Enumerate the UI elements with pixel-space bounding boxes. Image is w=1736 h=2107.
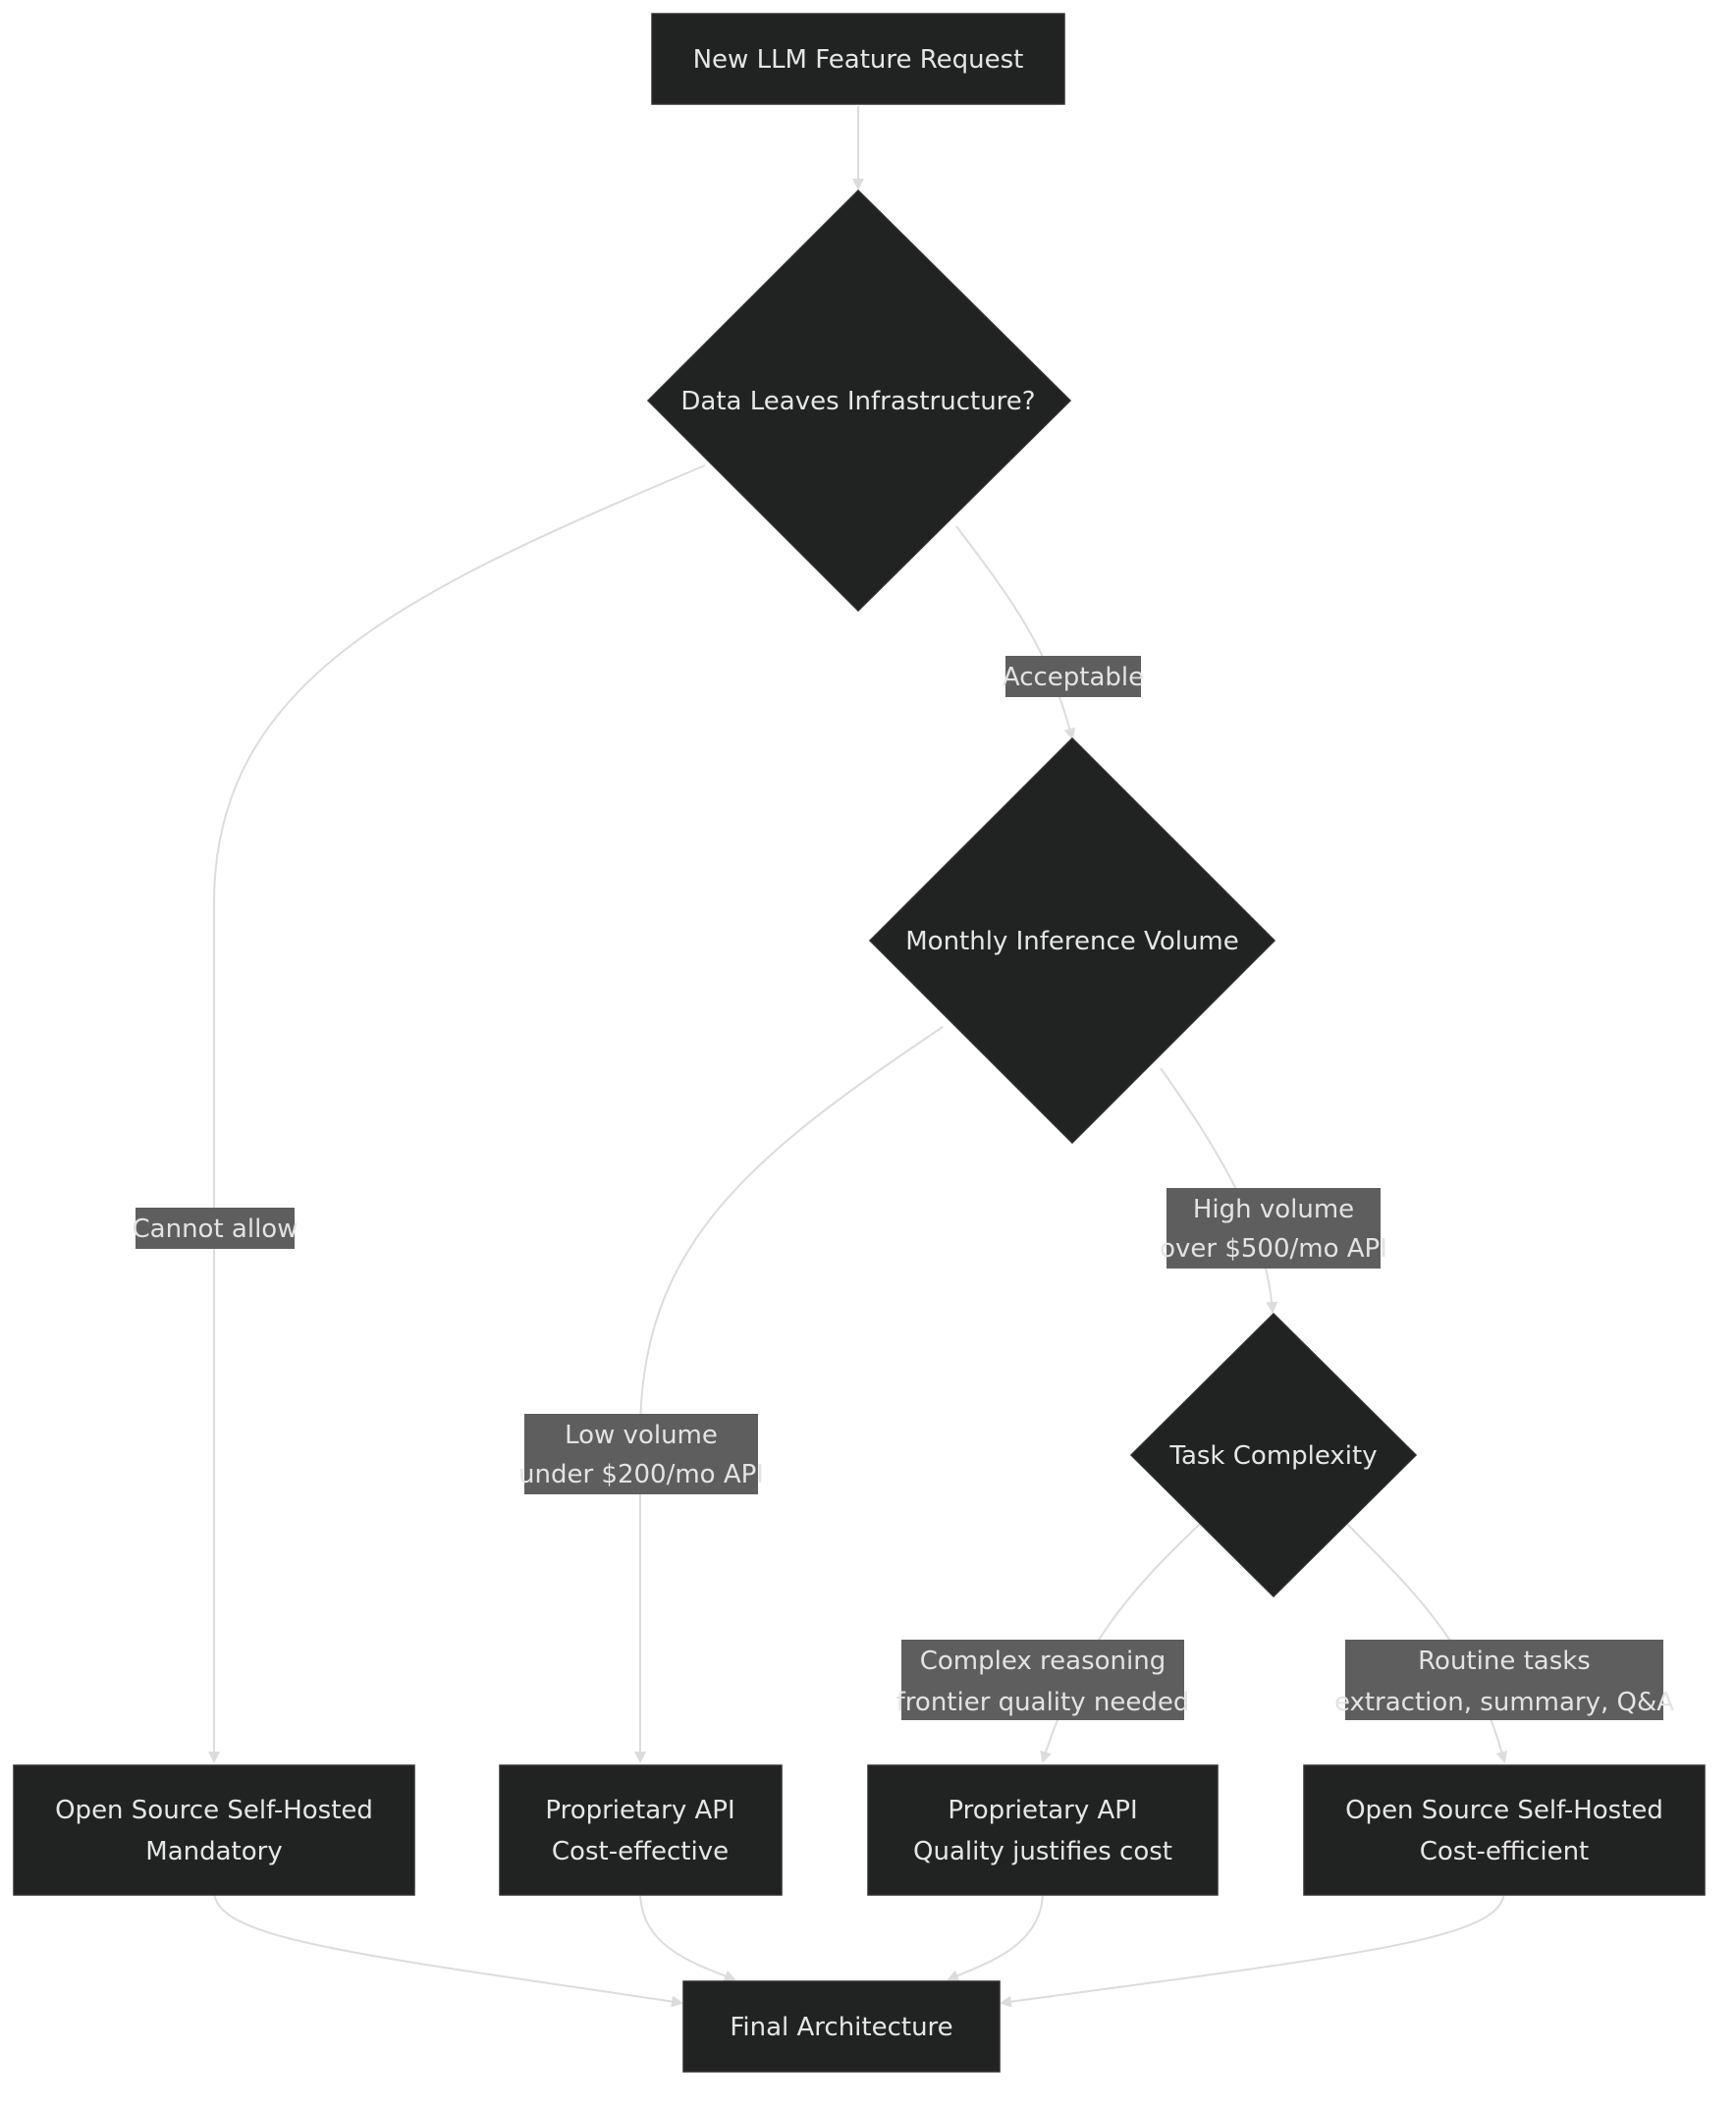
decision-diamond: [646, 189, 1072, 613]
edge-label-bg: [136, 1208, 295, 1249]
node-rect: [499, 1764, 783, 1896]
edge-label-text-line1: High volume: [1193, 1195, 1354, 1224]
node-complexity-decision: Task Complexity: [1129, 1312, 1418, 1598]
node-label-line1: Proprietary API: [948, 1796, 1137, 1825]
node-api-quality: Proprietary API Quality justifies cost: [867, 1764, 1219, 1896]
node-rect: [13, 1764, 415, 1896]
edge-oss-efficient-to-final: [1000, 1890, 1505, 2008]
node-label: Data Leaves Infrastructure?: [680, 387, 1035, 416]
edge-label-cannot-allow: Cannot allow: [133, 1208, 298, 1249]
node-label: Task Complexity: [1168, 1441, 1377, 1471]
edge-label-text: Acceptable: [1003, 663, 1144, 692]
node-rect: [1303, 1764, 1706, 1896]
node-label-line1: Open Source Self-Hosted: [1345, 1796, 1663, 1825]
edge-api-quality-to-final: [947, 1890, 1044, 1981]
edge-label-high-volume: High volume over $500/mo API: [1160, 1188, 1387, 1269]
edge-label-bg: [901, 1640, 1184, 1720]
edge-label-bg: [524, 1414, 758, 1494]
node-rect: [651, 13, 1065, 105]
edge-label-low-volume: Low volume under $200/mo API: [518, 1414, 764, 1494]
edge-label-routine: Routine tasks extraction, summary, Q&A: [1334, 1640, 1674, 1720]
edge-label-text-line2: frontier quality needed: [896, 1688, 1190, 1717]
node-label-line2: Cost-efficient: [1420, 1837, 1590, 1866]
node-label-line1: Proprietary API: [545, 1796, 734, 1825]
edge-label-bg: [1166, 1188, 1381, 1269]
node-oss-cost-efficient: Open Source Self-Hosted Cost-efficient: [1303, 1764, 1706, 1896]
node-label: Final Architecture: [730, 2013, 952, 2042]
edge-label-complex: Complex reasoning frontier quality neede…: [896, 1640, 1190, 1720]
edge-label-text-line1: Low volume: [565, 1421, 718, 1450]
edge-volume-to-api-cost: [634, 1026, 944, 1763]
node-label-line2: Cost-effective: [552, 1837, 729, 1866]
edge-label-text-line1: Complex reasoning: [920, 1647, 1166, 1676]
node-volume-decision: Monthly Inference Volume: [868, 736, 1276, 1145]
node-rect: [867, 1764, 1219, 1896]
node-data-leaves-decision: Data Leaves Infrastructure?: [646, 189, 1072, 613]
edge-api-cost-to-final: [639, 1890, 736, 1982]
edge-oss-mandatory-to-final: [213, 1890, 683, 2008]
decision-diamond: [868, 736, 1276, 1145]
edge-label-text-line2: under $200/mo API: [518, 1460, 764, 1489]
node-label-line1: Open Source Self-Hosted: [55, 1796, 373, 1825]
decision-diamond: [1129, 1312, 1418, 1598]
edge-label-text: Cannot allow: [133, 1215, 298, 1244]
edge-label-bg: [1345, 1640, 1663, 1720]
node-rect: [682, 1980, 1001, 2073]
edge-data-leaves-to-volume: [955, 525, 1076, 740]
edge-data-leaves-to-oss-mandatory: [208, 464, 706, 1763]
node-start: New LLM Feature Request: [651, 13, 1065, 105]
node-api-cost-effective: Proprietary API Cost-effective: [499, 1764, 783, 1896]
node-label: Monthly Inference Volume: [905, 927, 1239, 956]
edge-label-bg: [1005, 656, 1141, 697]
edge-label-text-line2: over $500/mo API: [1160, 1234, 1387, 1264]
edge-label-text-line1: Routine tasks: [1418, 1647, 1591, 1676]
node-label-line2: Quality justifies cost: [913, 1837, 1172, 1866]
node-final-architecture: Final Architecture: [682, 1980, 1001, 2073]
edge-label-text-line2: extraction, summary, Q&A: [1334, 1688, 1674, 1717]
edge-label-acceptable: Acceptable: [1003, 656, 1144, 697]
node-label: New LLM Feature Request: [693, 45, 1024, 75]
node-oss-mandatory: Open Source Self-Hosted Mandatory: [13, 1764, 415, 1896]
node-label-line2: Mandatory: [145, 1837, 282, 1866]
